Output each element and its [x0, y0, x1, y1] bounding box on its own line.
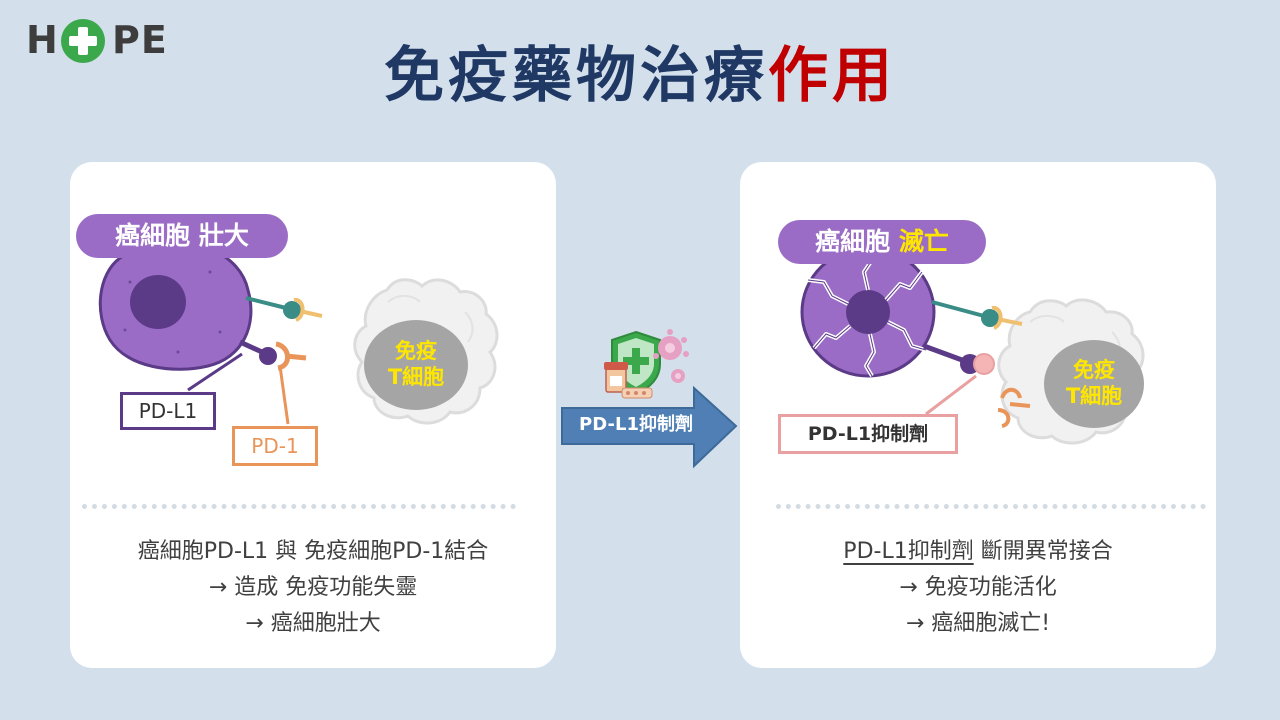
t-cell: 免疫 T細胞 — [353, 278, 499, 425]
pd1-label: PD-1 — [232, 426, 318, 466]
right-caption-line1: PD-L1抑制劑 斷開異常接合 — [740, 534, 1216, 570]
inhibitor-label: PD-L1抑制劑 — [778, 414, 958, 454]
cancer-die-badge-main: 癌細胞 — [815, 227, 899, 256]
virus-icon — [653, 329, 689, 383]
right-panel: 免疫 T細胞 — [740, 162, 1216, 668]
left-illustration: 免疫 T細胞 — [98, 241, 499, 425]
right-caption-line1-rest: 斷開異常接合 — [973, 539, 1113, 564]
arrow-right-icon — [561, 329, 738, 469]
right-caption: PD-L1抑制劑 斷開異常接合 → 免疫功能活化 → 癌細胞滅亡! — [740, 534, 1216, 642]
title-main: 免疫藥物治療 — [384, 41, 768, 111]
cancer-cell — [98, 241, 253, 371]
left-panel: 免疫 T細胞 癌細胞 壯大 PD-L1 PD — [70, 162, 556, 668]
t-cell: 免疫 T細胞 — [997, 298, 1145, 445]
t-cell-label-line1: 免疫 — [395, 339, 437, 363]
pdl1-label-text: PD-L1 — [138, 399, 198, 423]
hope-logo: H PE — [26, 14, 186, 68]
cancer-die-badge-accent: 滅亡 — [898, 227, 949, 256]
medicine-bottle-icon — [604, 362, 628, 393]
right-caption-line3: → 癌細胞滅亡! — [905, 611, 1051, 636]
cancer-grow-badge-text: 癌細胞 壯大 — [115, 221, 249, 250]
pd1-label-text: PD-1 — [251, 434, 299, 458]
arrow-label: PD-L1抑制劑 — [579, 414, 693, 435]
cracked-cancer-cell — [800, 246, 936, 378]
page-title: 免疫藥物治療作用 — [0, 36, 1280, 116]
right-caption-line2: → 免疫功能活化 — [899, 575, 1057, 600]
t-cell-label-line2: T細胞 — [388, 365, 444, 389]
left-caption-line3: → 癌細胞壯大 — [245, 611, 381, 636]
plus-cross-icon — [61, 19, 105, 63]
title-accent: 作用 — [768, 41, 896, 111]
cancer-grow-badge: 癌細胞 壯大 — [76, 214, 288, 258]
right-divider — [776, 504, 1206, 509]
logo-letter-h: H — [26, 18, 59, 62]
pill-icon — [621, 387, 653, 399]
right-caption-underlined: PD-L1抑制劑 — [843, 539, 974, 564]
left-caption-line2: → 造成 免疫功能失靈 — [208, 575, 418, 600]
left-caption: 癌細胞PD-L1 與 免疫細胞PD-1結合 → 造成 免疫功能失靈 → 癌細胞壯… — [70, 534, 556, 642]
right-illustration: 免疫 T細胞 — [800, 246, 1145, 445]
inhibitor-label-text: PD-L1抑制劑 — [807, 423, 929, 445]
logo-letters-pe: PE — [112, 18, 168, 62]
t-cell-label-line1: 免疫 — [1073, 358, 1115, 382]
left-caption-line1: 癌細胞PD-L1 與 免疫細胞PD-1結合 — [137, 539, 489, 564]
cancer-die-badge: 癌細胞 滅亡 — [778, 220, 986, 264]
pdl1-label: PD-L1 — [120, 392, 216, 430]
inhibitor-arrow: PD-L1抑制劑 — [560, 326, 740, 472]
t-cell-label-line2: T細胞 — [1066, 384, 1122, 408]
left-divider — [82, 504, 516, 509]
